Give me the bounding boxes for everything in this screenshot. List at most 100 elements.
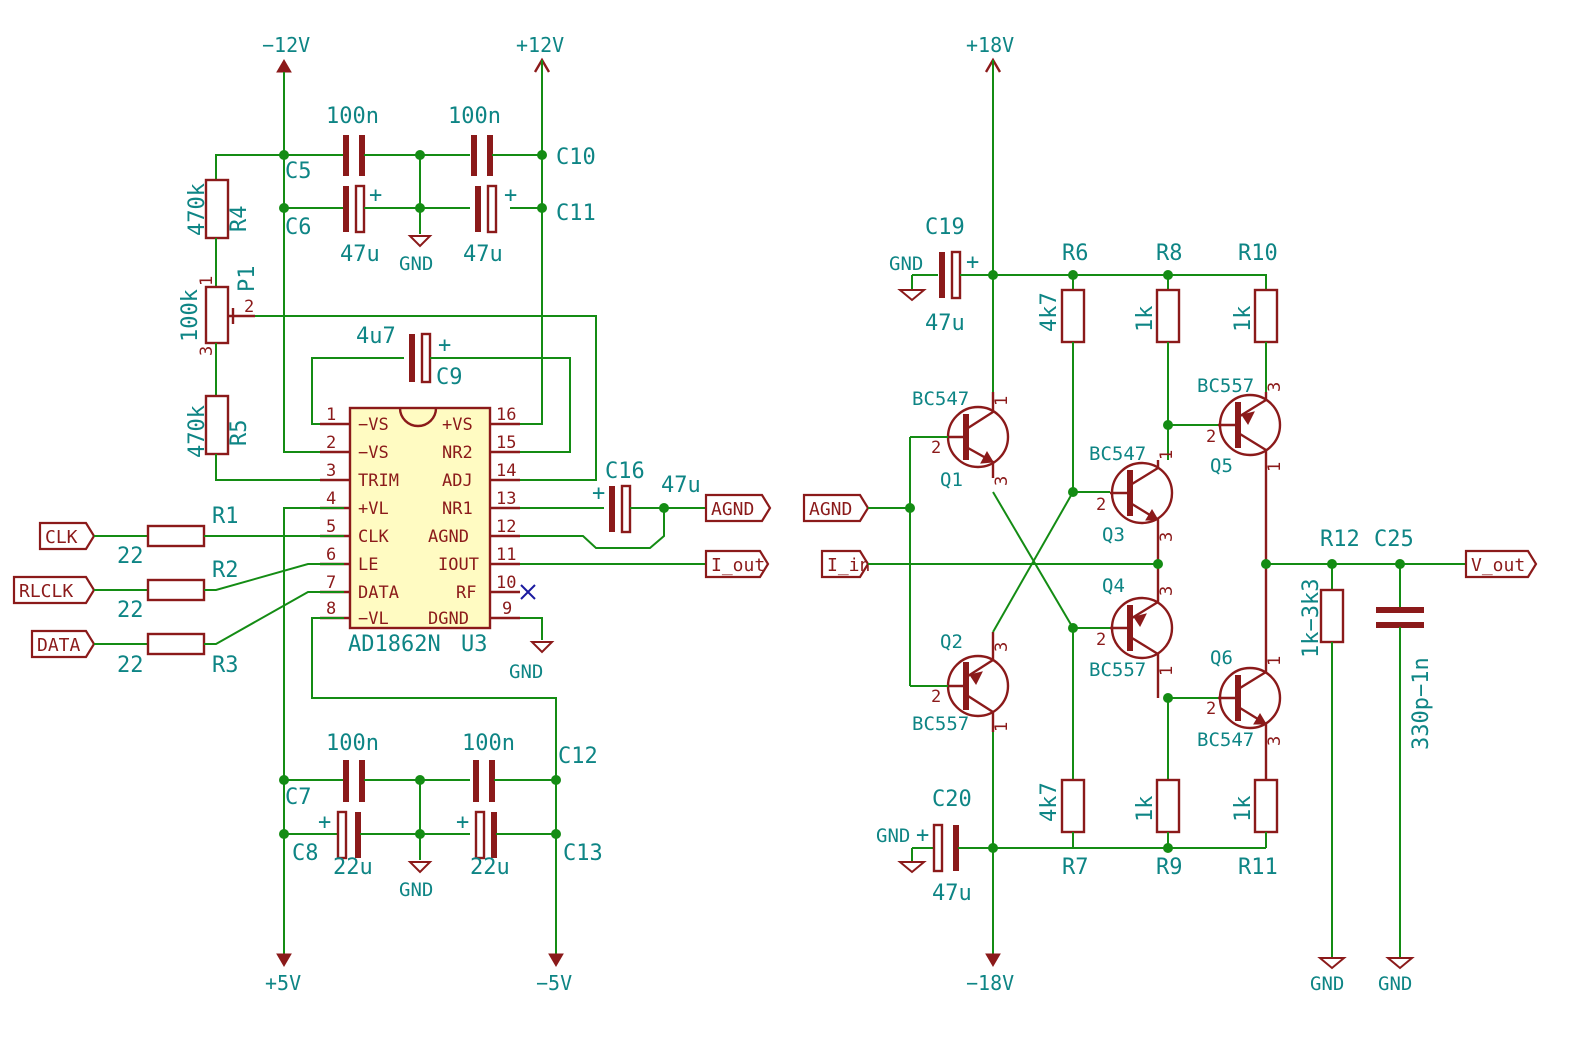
res-r7-value: 4k7	[1037, 782, 1062, 822]
junctions-left	[279, 150, 669, 839]
cap-c20: GND + C20 47u	[876, 787, 993, 906]
cap-c13-value: 22u	[470, 855, 510, 880]
q5-pin2: 2	[1206, 427, 1216, 447]
label-agnd-out: AGND	[711, 499, 754, 520]
res-r11: R11 1k	[1231, 778, 1279, 880]
ic-ref: U3	[461, 632, 488, 657]
transistor-q6: 1 2 3 Q6 BC547	[1168, 564, 1285, 780]
ic-part-name: AD1862N	[348, 632, 441, 657]
no-connect-mark	[520, 584, 536, 600]
pot-p1: 100k P1 2 1 3	[178, 266, 597, 481]
q6-pin3: 3	[1265, 736, 1285, 746]
cap-c5-value: 100n	[326, 104, 379, 129]
q2-pin3: 3	[992, 642, 1012, 652]
cross-wiring	[992, 491, 1074, 780]
gnd-top-label: GND	[399, 253, 433, 275]
q1-pin3: 3	[992, 476, 1012, 486]
pin-9-num: 9	[502, 599, 512, 619]
label-i-in: I_in	[827, 555, 870, 576]
pin-15-name: NR2	[442, 443, 473, 463]
cap-c13-ref: C13	[563, 841, 603, 866]
pin-4-num: 4	[326, 489, 336, 509]
res-r6-value: 4k7	[1037, 292, 1062, 332]
label-data-flag	[30, 629, 96, 659]
pin-3-name: TRIM	[358, 471, 399, 491]
res-r6: R6 4k7	[1037, 241, 1089, 492]
q4-type: BC557	[1089, 659, 1146, 681]
q2-ref: Q2	[940, 631, 963, 653]
ic-left-pins: 1 2 3 4 5 6 7 8 −VS −VS TRIM +VL CLK LE …	[320, 405, 399, 629]
transistor-q2: 3 2 1 Q2 BC557	[910, 631, 1012, 735]
junctions-right	[905, 270, 1405, 853]
q3-pin1: 1	[1157, 450, 1177, 460]
q1-pin2: 2	[931, 438, 941, 458]
q5-pin3: 3	[1265, 382, 1285, 392]
q3-pin2: 2	[1096, 495, 1106, 515]
pin-6-name: LE	[358, 555, 378, 575]
pin-14-name: ADJ	[442, 471, 473, 491]
q5-pin1: 1	[1265, 462, 1285, 472]
digital-inputs: CLK R1 22 RLCLK R2 22 DATA R3 22	[12, 504, 344, 678]
output-network: GND R12 1k−3k3 GND C25 330p−1n V_out	[1266, 527, 1538, 995]
pin-5-num: 5	[326, 517, 336, 537]
ic-ad1862: 1 2 3 4 5 6 7 8 −VS −VS TRIM +VL CLK LE …	[320, 405, 536, 657]
cap-c20-ref: C20	[932, 787, 972, 812]
pin-2-name: −VS	[358, 443, 389, 463]
q3-type: BC547	[1089, 443, 1146, 465]
cap-c7: 100n C7	[285, 731, 470, 810]
pin-1-name: −VS	[358, 415, 389, 435]
pin-7-num: 7	[326, 573, 336, 593]
res-r10-ref: R10	[1238, 241, 1278, 266]
rail-label-neg18v: −18V	[966, 971, 1014, 995]
neg12v-arrow	[276, 59, 292, 73]
pot-p1-pin2: 2	[244, 297, 254, 317]
res-r7-ref: R7	[1062, 855, 1089, 880]
cap-c11-ref: C11	[556, 201, 596, 226]
label-rlclk: RLCLK	[19, 581, 73, 602]
iv-inputs: AGND I_in	[802, 437, 1158, 686]
pin-16-name: +VS	[442, 415, 473, 435]
pin-4-name: +VL	[358, 499, 389, 519]
neg12v-rail: −12V	[262, 33, 344, 453]
cap-c5: 100n C5	[285, 104, 470, 184]
cap-c6-ref: C6	[285, 215, 312, 240]
pin-12-name: AGND	[428, 527, 469, 547]
pot-p1-pin3: 3	[197, 346, 217, 356]
gnd-c25-label: GND	[1378, 973, 1412, 995]
cap-c12-value: 100n	[462, 731, 515, 756]
cap-c5-ref: C5	[285, 159, 312, 184]
cap-c9-ref: C9	[436, 365, 463, 390]
res-r8-ref: R8	[1156, 241, 1183, 266]
pin-14-num: 14	[496, 461, 516, 481]
q1-type: BC547	[912, 388, 969, 410]
rail-label-pos18v: +18V	[966, 33, 1014, 57]
rail-label-pos12v: +12V	[516, 33, 564, 57]
res-r3-value: 22	[117, 653, 144, 678]
q5-ref: Q5	[1210, 455, 1233, 477]
cap-c6-polarity: +	[369, 183, 382, 208]
q4-pin2: 2	[1096, 630, 1106, 650]
q2-pin1: 1	[992, 722, 1012, 732]
iv-stage: +18V GND + C19 47u R6 4k7	[802, 33, 1538, 995]
cap-c20-gnd: GND	[876, 825, 910, 847]
rail-label-neg12v: −12V	[262, 33, 310, 57]
neg5v-arrow	[548, 953, 564, 967]
neg18v-arrow	[985, 953, 1001, 967]
pos5v-rail: +5V	[265, 507, 344, 995]
pos5v-arrow	[276, 953, 292, 967]
cap-c8-ref: C8	[292, 841, 319, 866]
res-r8: R8 1k	[1133, 241, 1183, 460]
neg18v-rail: −18V	[966, 732, 1266, 995]
cap-c19-ref: C19	[925, 215, 965, 240]
res-r12-value: 1k−3k3	[1299, 579, 1324, 658]
gnd-bottom-label: GND	[399, 879, 433, 901]
q5-type: BC557	[1197, 375, 1254, 397]
pin-10-num: 10	[496, 573, 516, 593]
pin-13-num: 13	[496, 489, 516, 509]
pin-11-name: IOUT	[438, 555, 479, 575]
cap-c19-polarity: +	[966, 250, 979, 275]
res-r9: R9 1k	[1133, 698, 1183, 880]
cap-c19-gnd: GND	[889, 253, 923, 275]
label-i-out: I_out	[711, 555, 765, 576]
label-i-in-flag	[820, 549, 870, 579]
